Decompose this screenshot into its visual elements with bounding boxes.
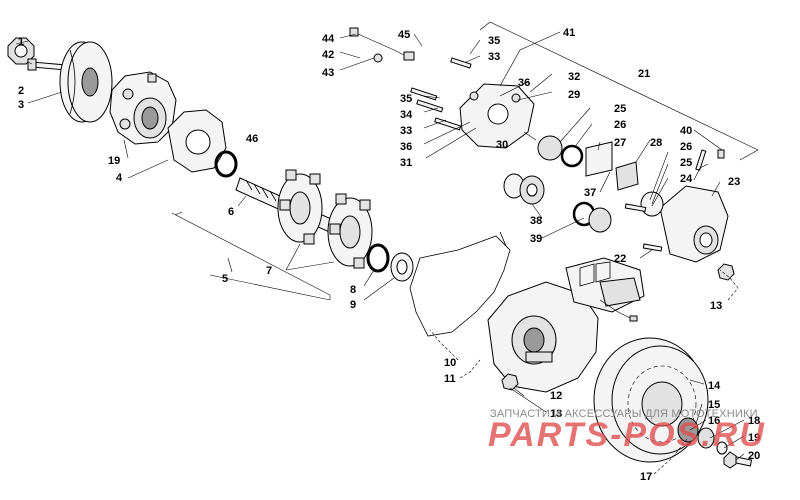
nuts-lower-right: [501, 263, 735, 391]
callout-19-left: 19: [108, 155, 120, 167]
driven-clutch-hub-parts: [677, 417, 753, 469]
callout-25-right: 25: [680, 157, 692, 169]
callout-29: 29: [568, 89, 580, 101]
retaining-ring: [214, 150, 238, 178]
callout-27: 27: [614, 137, 626, 149]
reverse-motor-wire: [599, 299, 638, 322]
callout-8: 8: [350, 284, 356, 296]
callout-13-right: 13: [710, 300, 722, 312]
callout-32: 32: [568, 71, 580, 83]
brake-caliper-housing: [640, 185, 729, 263]
callout-38: 38: [530, 215, 542, 227]
callout-17: 17: [640, 471, 652, 483]
callout-14: 14: [708, 380, 721, 392]
callout-36-top: 36: [518, 77, 530, 89]
callout-11: 11: [444, 373, 456, 385]
callout-4: 4: [116, 172, 123, 184]
watermark-logo: PARTS-POS.RU: [488, 416, 766, 454]
callout-37: 37: [584, 187, 596, 199]
callout-5: 5: [222, 273, 228, 285]
callout-26-top: 26: [614, 119, 626, 131]
callout-46: 46: [246, 133, 258, 145]
callout-39: 39: [530, 233, 542, 245]
callout-40: 40: [680, 125, 692, 137]
callout-16: 16: [708, 415, 720, 427]
bolt-part: [27, 58, 69, 71]
bearing-rings: [366, 243, 414, 282]
bearing-seals-lower: [503, 173, 612, 233]
callout-45: 45: [398, 29, 410, 41]
callout-6: 6: [228, 206, 234, 218]
chaincase-gasket: [409, 231, 511, 337]
callout-26-right: 26: [680, 141, 692, 153]
leader-lines: [15, 31, 745, 475]
callout-3: 3: [18, 99, 24, 111]
callout-43: 43: [322, 67, 334, 79]
callout-31: 31: [400, 157, 412, 169]
bearing-flange-plate: [459, 83, 535, 149]
cover-plate: [167, 109, 227, 173]
callout-42: 42: [322, 49, 334, 61]
callout-35-left: 35: [400, 93, 412, 105]
callout-18: 18: [748, 415, 760, 427]
callout-36-left: 36: [400, 141, 412, 153]
callout-33-left: 33: [400, 125, 412, 137]
callout-19-right: 19: [748, 432, 760, 444]
callout-10: 10: [444, 357, 456, 369]
callout-28: 28: [650, 137, 662, 149]
clutch-spider-housing: [109, 71, 177, 145]
nut-part: [7, 37, 35, 65]
drive-pulley-sheave: [59, 41, 113, 123]
callout-2: 2: [18, 85, 24, 97]
brake-disc-parts: [537, 135, 639, 191]
callout-25-top: 25: [614, 103, 626, 115]
callout-44: 44: [322, 33, 335, 45]
drive-sprocket-right: [327, 193, 373, 269]
callout-24: 24: [680, 173, 693, 185]
callout-15: 15: [708, 399, 720, 411]
callout-41: 41: [563, 27, 575, 39]
drive-sprocket-left: [277, 169, 323, 245]
callout-13-bottom: 13: [550, 408, 562, 420]
callout-20: 20: [748, 450, 760, 462]
callout-21: 21: [638, 68, 650, 80]
watermark-caption: ЗАПЧАСТИ И АКСЕССУАРЫ ДЛЯ МОТОТЕХНИКИ: [490, 408, 758, 420]
callout-35-top: 35: [488, 35, 500, 47]
speed-sensor-wire: [349, 27, 415, 63]
callout-22: 22: [614, 253, 626, 265]
callout-9: 9: [350, 299, 356, 311]
callout-12: 12: [550, 390, 562, 402]
callout-30: 30: [496, 139, 508, 151]
callout-34: 34: [400, 109, 413, 121]
callout-7: 7: [266, 265, 272, 277]
gearbox-top: [565, 257, 645, 313]
callout-23: 23: [728, 176, 740, 188]
callout-33-top: 33: [488, 51, 500, 63]
callout-1: 1: [18, 36, 24, 48]
